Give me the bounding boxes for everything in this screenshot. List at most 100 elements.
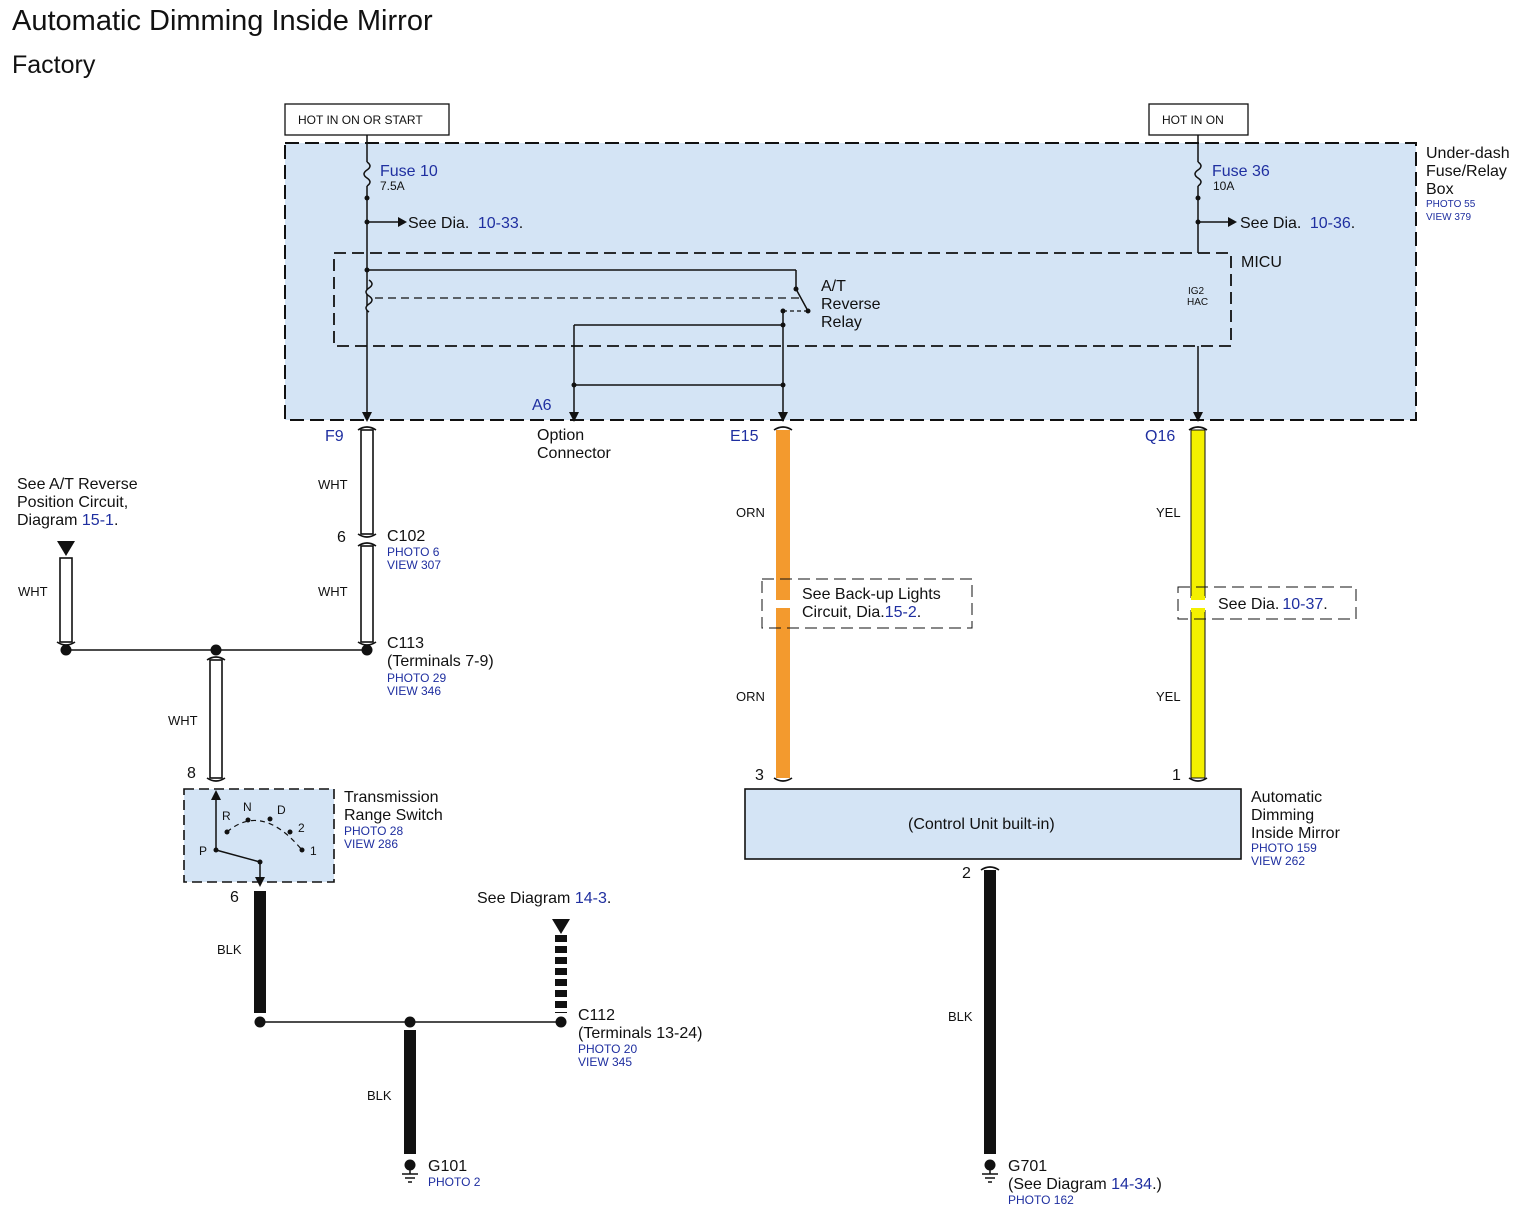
trs-pos-n: N bbox=[243, 800, 252, 814]
c102-pin: 6 bbox=[337, 529, 346, 546]
c113-photo: PHOTO 29 bbox=[387, 671, 446, 685]
c112-terminals: (Terminals 13-24) bbox=[578, 1025, 702, 1042]
relay-switch-arm bbox=[795, 288, 809, 312]
wire-color-wht: WHT bbox=[318, 477, 348, 492]
ground-icon bbox=[982, 1170, 998, 1183]
arrow-down-icon bbox=[569, 412, 579, 422]
fuse-36-name: Fuse 36 bbox=[1212, 163, 1270, 180]
wire-color-yel: YEL bbox=[1156, 689, 1181, 704]
trs-pos-2: 2 bbox=[298, 821, 305, 835]
trs-pos-r: R bbox=[222, 809, 231, 823]
trs-view: VIEW 286 bbox=[344, 837, 398, 851]
trs-pin-top: 8 bbox=[187, 765, 196, 782]
arrow-down-icon bbox=[552, 919, 570, 934]
wht-wire-f9 bbox=[360, 429, 374, 535]
wht-wire-c102-c113 bbox=[360, 545, 374, 643]
c102-photo: PHOTO 6 bbox=[387, 545, 440, 559]
arrow-down-icon bbox=[1193, 412, 1203, 422]
reverse-position-ref: See A/T Reverse Position Circuit, Diagra… bbox=[17, 476, 142, 529]
g101-photo: PHOTO 2 bbox=[428, 1175, 481, 1189]
g701-name: G701 bbox=[1008, 1158, 1047, 1175]
diag-14-3-ref: See Diagram 14-3. bbox=[477, 890, 611, 907]
fuse-10-see-dia: See Dia. 10-33. bbox=[408, 215, 523, 232]
trs-pin-bottom: 6 bbox=[230, 889, 239, 906]
fuse-10-name: Fuse 10 bbox=[380, 163, 438, 180]
fuse-10-rating: 7.5A bbox=[380, 179, 405, 193]
wire-color-blk: BLK bbox=[367, 1088, 392, 1103]
g701-photo: PHOTO 162 bbox=[1008, 1193, 1074, 1207]
wire-color-wht: WHT bbox=[18, 584, 48, 599]
backup-lights-ref-box bbox=[761, 578, 973, 629]
wire-color-orn: ORN bbox=[736, 505, 765, 520]
fuse-relay-box bbox=[284, 142, 1417, 421]
arrow-right-icon bbox=[398, 217, 407, 227]
c112-photo: PHOTO 20 bbox=[578, 1042, 637, 1056]
mirror-pin-2: 2 bbox=[962, 865, 971, 882]
mirror-pin-3: 3 bbox=[755, 767, 764, 784]
mirror-pin-1: 1 bbox=[1172, 767, 1181, 784]
yel-ref: See Dia.10-37. bbox=[1218, 596, 1328, 613]
c112-name: C112 bbox=[578, 1007, 615, 1024]
ground-icon bbox=[402, 1170, 418, 1183]
trs-pos-d: D bbox=[277, 803, 286, 817]
wire-color-orn: ORN bbox=[736, 689, 765, 704]
wht-wire-trs bbox=[209, 659, 223, 779]
c102-view: VIEW 307 bbox=[387, 558, 441, 572]
mirror-name: Automatic Dimming Inside Mirror bbox=[1251, 789, 1341, 842]
blk-wire-g101 bbox=[404, 1030, 416, 1154]
fuse-box-photo: PHOTO 55 bbox=[1426, 199, 1476, 210]
c113-terminals: (Terminals 7-9) bbox=[387, 653, 494, 670]
pin-f9: F9 bbox=[325, 428, 344, 445]
pin-e15: E15 bbox=[730, 428, 759, 445]
wht-wire-reverse bbox=[59, 557, 73, 643]
ig2-label: IG2 bbox=[1188, 286, 1205, 297]
yel-ref-box bbox=[1177, 586, 1357, 620]
mirror-view: VIEW 262 bbox=[1251, 854, 1305, 868]
micu-label: MICU bbox=[1241, 254, 1282, 271]
blk-wire-trs bbox=[254, 891, 266, 1013]
hot-in-on-box bbox=[1148, 103, 1249, 136]
wire-color-yel: YEL bbox=[1156, 505, 1181, 520]
transmission-range-switch bbox=[183, 788, 335, 883]
trs-pos-1: 1 bbox=[310, 844, 317, 858]
g701-see-diagram: (See Diagram 14-34.) bbox=[1008, 1176, 1162, 1193]
c113-view: VIEW 346 bbox=[387, 684, 441, 698]
page-title: Automatic Dimming Inside Mirror bbox=[12, 5, 433, 37]
blk-wire-g701 bbox=[984, 870, 996, 1154]
fuse-36-see-dia: See Dia. 10-36. bbox=[1240, 215, 1355, 232]
fuse-box-name: Under-dash Fuse/Relay Box bbox=[1426, 145, 1514, 198]
hac-label: HAC bbox=[1187, 297, 1208, 308]
relay-coil-icon bbox=[365, 279, 373, 313]
fuse-36-icon bbox=[1194, 161, 1202, 187]
micu-box bbox=[333, 252, 1232, 347]
arrow-down-icon bbox=[362, 412, 372, 422]
arrow-up-icon bbox=[211, 790, 221, 800]
arrow-down-icon bbox=[255, 877, 265, 887]
g101-name: G101 bbox=[428, 1158, 467, 1175]
page-subtitle: Factory bbox=[12, 51, 96, 79]
fuse-36-rating: 10A bbox=[1213, 179, 1234, 193]
mirror-photo: PHOTO 159 bbox=[1251, 841, 1317, 855]
wire-color-blk: BLK bbox=[948, 1009, 973, 1024]
trs-name: Transmission Range Switch bbox=[344, 789, 443, 824]
hot-in-on-or-start-box bbox=[284, 103, 450, 136]
trs-pos-p: P bbox=[199, 844, 207, 858]
auto-dimming-mirror-box bbox=[744, 788, 1242, 860]
wire-color-blk: BLK bbox=[217, 942, 242, 957]
arrow-right-icon bbox=[1228, 217, 1237, 227]
c112-view: VIEW 345 bbox=[578, 1055, 632, 1069]
pin-q16: Q16 bbox=[1145, 428, 1175, 445]
arrow-down-icon bbox=[57, 541, 75, 556]
wire-color-wht: WHT bbox=[168, 713, 198, 728]
hot-in-on-or-start-label: HOT IN ON OR START bbox=[298, 113, 423, 127]
backup-lights-ref: See Back-up Lights Circuit, Dia.15-2. bbox=[802, 586, 945, 621]
relay-label: A/T Reverse Relay bbox=[821, 278, 885, 331]
mirror-box-text: (Control Unit built-in) bbox=[908, 816, 1055, 833]
hot-in-on-label: HOT IN ON bbox=[1162, 113, 1224, 127]
fuse-10-icon bbox=[363, 161, 371, 187]
fuse-box-view: VIEW 379 bbox=[1426, 212, 1471, 223]
pin-a6: A6 bbox=[532, 397, 552, 414]
trs-dial-arc bbox=[226, 819, 303, 851]
option-connector-label: Option Connector bbox=[537, 427, 611, 462]
